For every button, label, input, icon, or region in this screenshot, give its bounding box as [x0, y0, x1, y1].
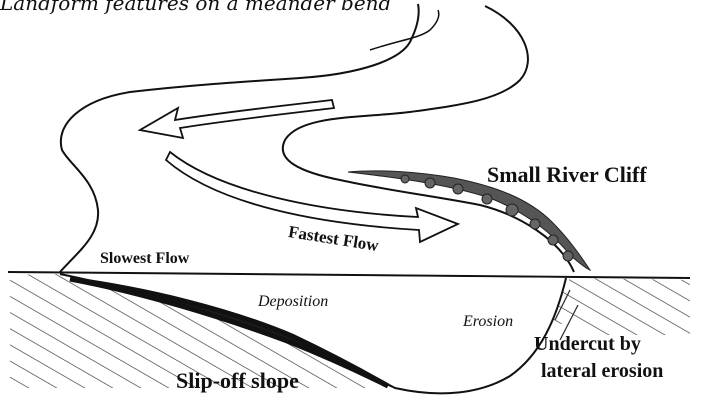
label-deposition: Deposition — [258, 293, 328, 311]
river-outer-curve — [370, 10, 439, 50]
river-bank-left — [60, 4, 419, 272]
label-slip-off-slope: Slip-off slope — [176, 368, 299, 394]
upper-flow-arrow — [140, 100, 334, 138]
label-undercut-line2: lateral erosion — [541, 360, 663, 383]
label-small-river-cliff: Small River Cliff — [487, 162, 647, 188]
diagram-title: Landform features on a meander bend — [0, 0, 391, 15]
label-slowest-flow: Slowest Flow — [100, 250, 189, 268]
label-erosion: Erosion — [463, 313, 513, 331]
label-undercut-line1: Undercut by — [534, 333, 641, 356]
